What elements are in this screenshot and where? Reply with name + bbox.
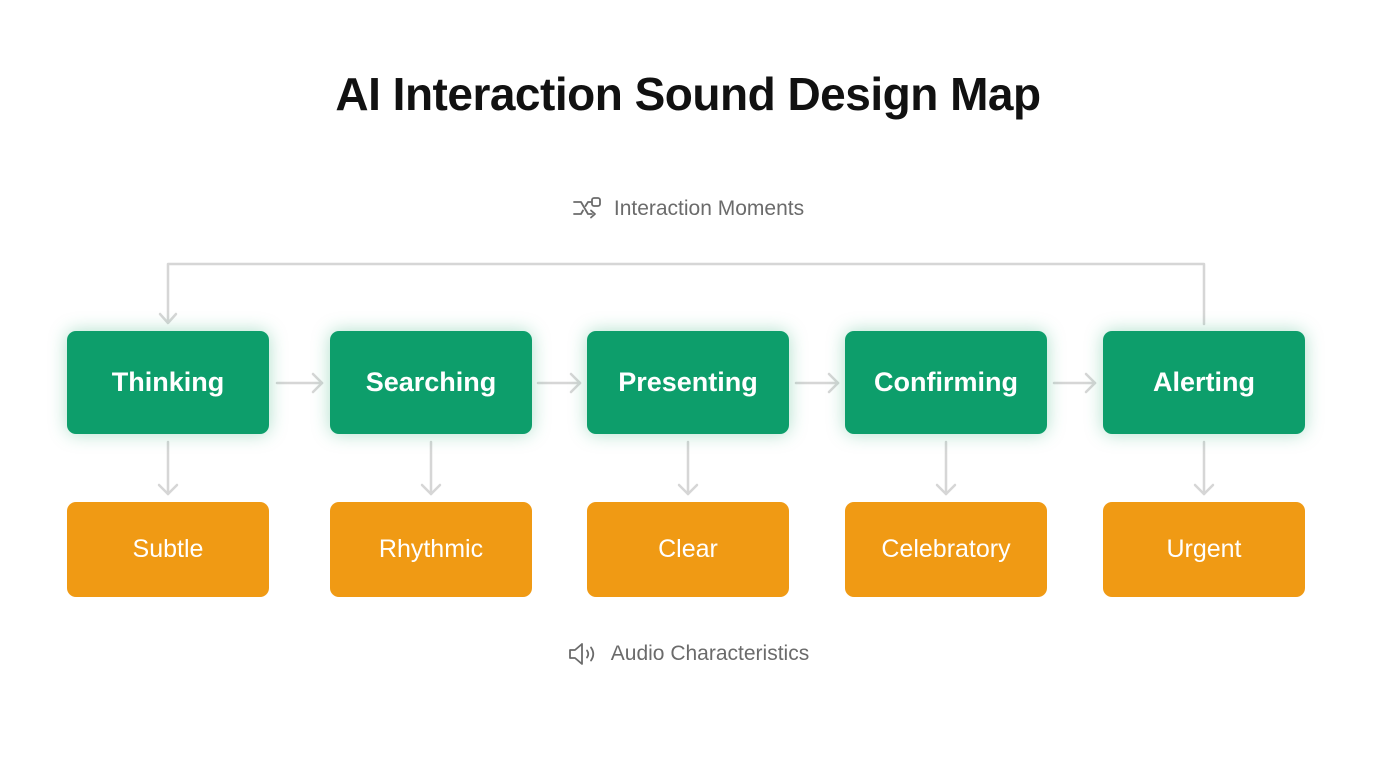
flow-arrow xyxy=(275,372,324,394)
moment-box-presenting: Presenting xyxy=(587,331,789,434)
audio-characteristics-text: Audio Characteristics xyxy=(610,642,810,665)
moment-box-confirming: Confirming xyxy=(845,331,1047,434)
audio-box-clear: Clear xyxy=(587,502,789,597)
interaction-moments-label: Interaction Moments xyxy=(0,195,1376,223)
speaker-volume-icon xyxy=(567,640,601,668)
audio-characteristics-label: Audio Characteristics xyxy=(0,640,1376,668)
down-arrow xyxy=(420,440,442,496)
page-title: AI Interaction Sound Design Map xyxy=(335,68,1041,120)
shuffle-flow-icon xyxy=(572,195,604,223)
flow-arrow xyxy=(1052,372,1097,394)
audio-box-urgent: Urgent xyxy=(1103,502,1305,597)
moment-box-alerting: Alerting xyxy=(1103,331,1305,434)
down-arrow xyxy=(1193,440,1215,496)
down-arrow xyxy=(935,440,957,496)
loop-back-connector xyxy=(166,262,1206,326)
loop-back-arrowhead xyxy=(158,312,178,325)
down-arrow xyxy=(157,440,179,496)
interaction-moments-text: Interaction Moments xyxy=(613,197,805,220)
audio-box-subtle: Subtle xyxy=(67,502,269,597)
audio-box-rhythmic: Rhythmic xyxy=(330,502,532,597)
moment-box-searching: Searching xyxy=(330,331,532,434)
flow-arrow xyxy=(536,372,582,394)
moment-box-thinking: Thinking xyxy=(67,331,269,434)
flow-arrow xyxy=(794,372,840,394)
down-arrow xyxy=(677,440,699,496)
audio-box-celebratory: Celebratory xyxy=(845,502,1047,597)
